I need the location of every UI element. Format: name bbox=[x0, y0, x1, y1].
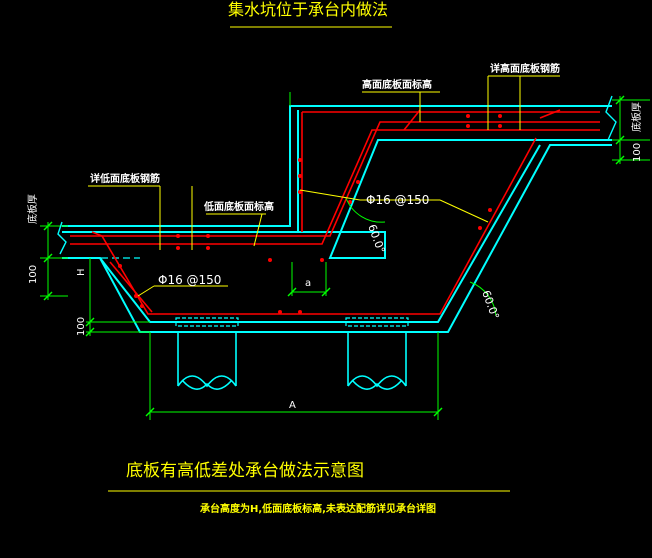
inner-dashed-lines bbox=[68, 139, 379, 259]
dim-slab-thickness-left: 底板厚 bbox=[26, 194, 39, 224]
leader-lines bbox=[88, 75, 560, 297]
dim-100-left: 100 bbox=[28, 265, 39, 284]
dim-a: a bbox=[305, 278, 311, 289]
label-high-slab-elevation: 高面底板面标高 bbox=[362, 78, 432, 91]
angle-arcs bbox=[345, 197, 497, 317]
piles bbox=[177, 332, 407, 390]
drawing-caption: 底板有高低差处承台做法示意图 bbox=[126, 461, 364, 481]
label-low-slab-rebar: 详低面底板钢筋 bbox=[90, 172, 160, 185]
label-low-slab-elevation: 低面底板面标高 bbox=[203, 200, 274, 213]
rebar-lines bbox=[70, 109, 600, 315]
angle-label-lower: 60.0° bbox=[479, 289, 501, 322]
label-rebar-lower: Φ16 @150 bbox=[158, 273, 221, 287]
label-rebar-upper: Φ16 @150 bbox=[366, 193, 429, 207]
pile-caps bbox=[175, 317, 409, 327]
break-symbols bbox=[57, 95, 617, 255]
drawing-note: 承台高度为H,低面底板标高,未表达配筋详见承台详图 bbox=[200, 502, 436, 515]
dimension-ticks bbox=[43, 95, 625, 417]
drawing-title: 集水坑位于承台内做法 bbox=[228, 0, 388, 19]
dim-100-bottom: 100 bbox=[76, 317, 87, 336]
dim-100-right: 100 bbox=[632, 143, 643, 162]
rebar-dots bbox=[118, 114, 502, 314]
dim-slab-thickness-right: 底板厚 bbox=[630, 102, 643, 132]
angle-label-upper: 60.0° bbox=[365, 223, 387, 256]
dimension-lines bbox=[40, 92, 650, 420]
dim-A: A bbox=[289, 400, 296, 411]
label-high-slab-rebar: 详高面底板钢筋 bbox=[490, 62, 560, 75]
dim-height: H bbox=[76, 268, 87, 276]
